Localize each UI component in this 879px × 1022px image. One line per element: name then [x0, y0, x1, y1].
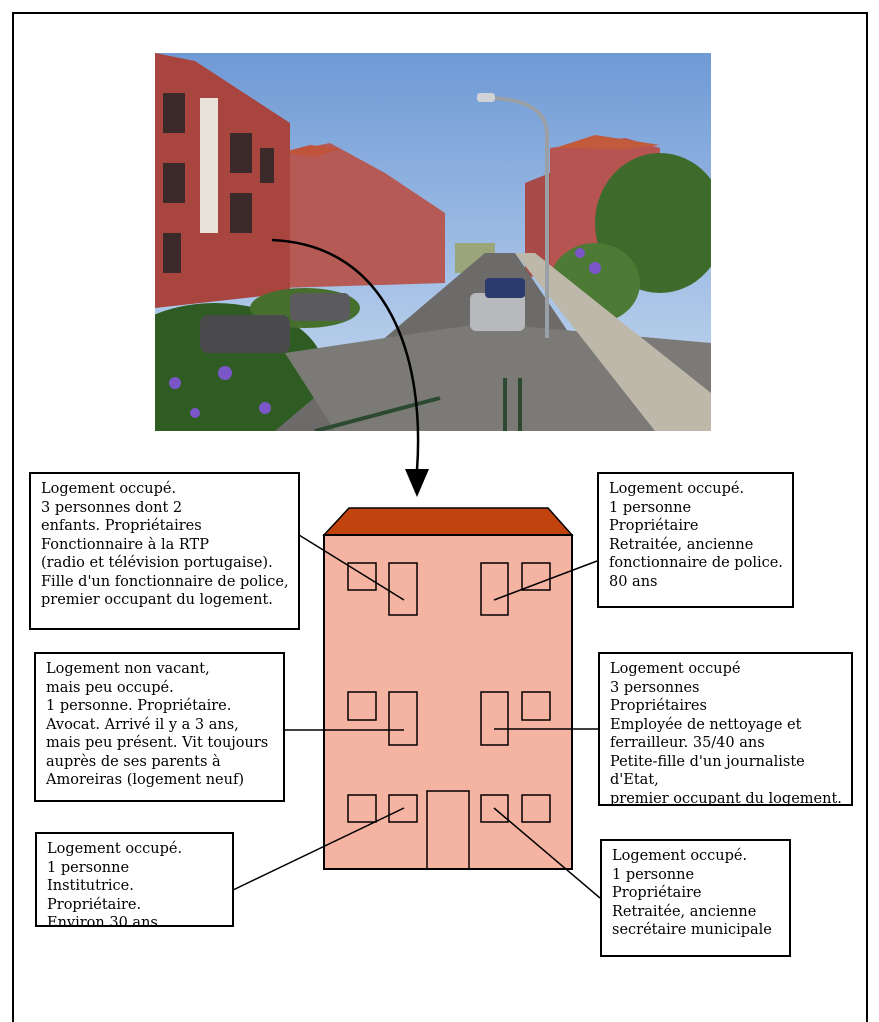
- arrowhead-icon: [405, 469, 429, 497]
- connector-lines: [232, 534, 601, 899]
- unit-note-middle-left: Logement non vacant, mais peu occupé. 1 …: [34, 652, 285, 802]
- unit-note-bottom-right: Logement occupé. 1 personne Propriétaire…: [600, 839, 791, 957]
- unit-note-bottom-left: Logement occupé. 1 personne Institutrice…: [35, 832, 234, 931]
- page-frame: [12, 12, 868, 1022]
- building-roof: [322, 507, 574, 536]
- building-door: [426, 790, 470, 870]
- building-windows: [347, 562, 551, 823]
- unit-note-middle-right: Logement occupé 3 personnes Propriétaire…: [598, 652, 853, 807]
- curved-arrow: [271, 238, 420, 471]
- unit-note-top-left: Logement occupé. 3 personnes dont 2 enfa…: [29, 472, 300, 630]
- unit-note-top-right: Logement occupé. 1 personne Propriétaire…: [597, 472, 794, 608]
- street-photo: [155, 53, 711, 431]
